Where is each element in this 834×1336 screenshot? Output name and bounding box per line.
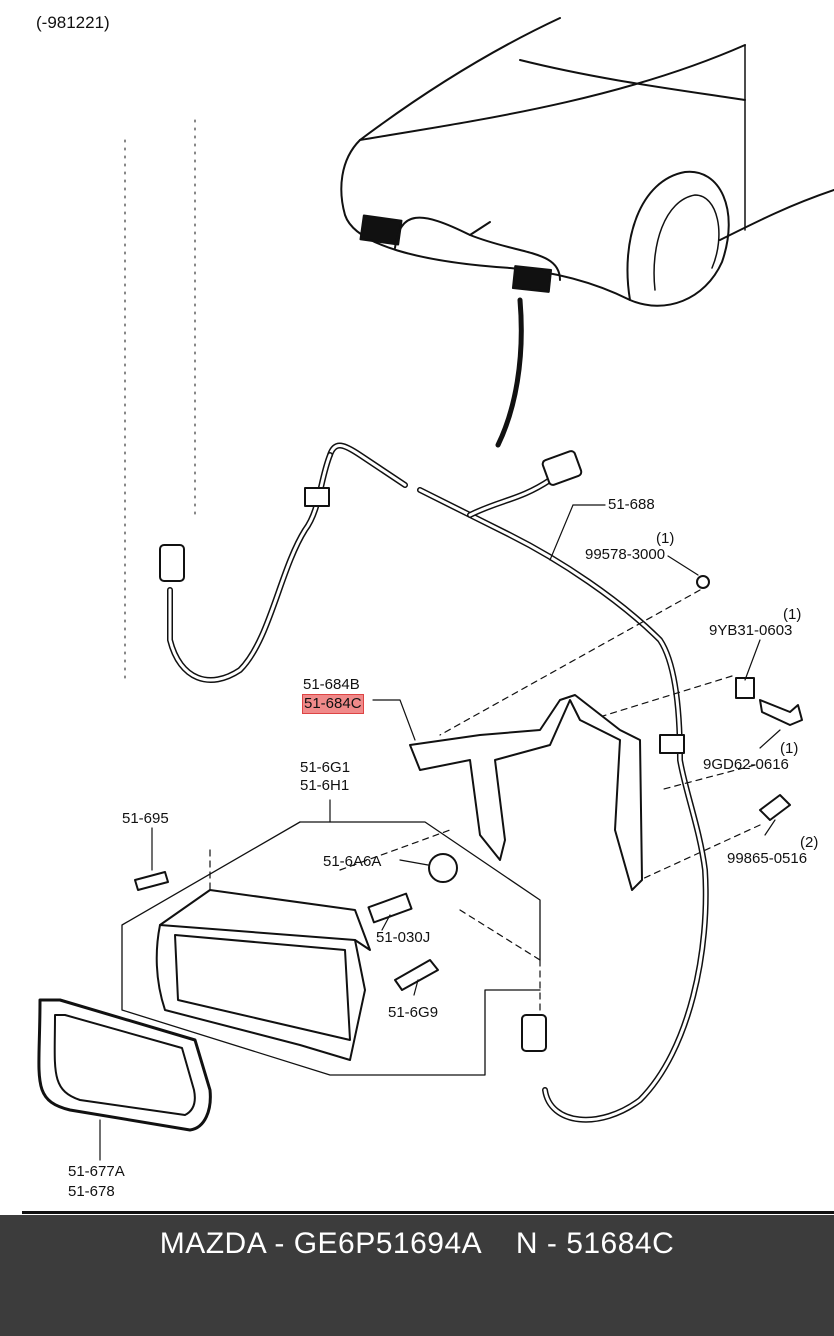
bulb-part (367, 892, 413, 924)
harness-connector-right (521, 1014, 547, 1052)
screw-part (134, 871, 169, 891)
callout-lamp-g1[interactable]: 51-6G1 (300, 759, 351, 776)
callout-bolt[interactable]: 9GD62-0616 (703, 756, 789, 773)
footer-part-label: MAZDA - GE6P51694A N - 51684C (159, 1227, 675, 1260)
socket-part (428, 853, 458, 883)
harness-clip-right (659, 734, 685, 754)
car-fog-opening-left (359, 214, 403, 246)
callout-harness[interactable]: 51-688 (608, 496, 655, 513)
car-roof-line (519, 59, 746, 101)
clip-part (735, 677, 755, 699)
fog-lamp-housing (155, 924, 366, 1061)
callout-socket[interactable]: 51-6A6A (323, 853, 382, 870)
callout-nut-qty: (1) (656, 530, 675, 547)
callout-lamp-h1[interactable]: 51-6H1 (300, 777, 350, 794)
callout-clip[interactable]: 9YB31-0603 (709, 622, 793, 639)
car-side-line (719, 189, 834, 241)
variant-code-label: (-981221) (36, 13, 110, 32)
callout-clip-qty: (1) (783, 606, 802, 623)
fog-lamp-bezel (37, 998, 212, 1132)
wheel-inner (653, 194, 720, 291)
bottom-border (22, 1211, 834, 1214)
callout-screw2-qty: (2) (800, 834, 819, 851)
callout-bulb[interactable]: 51-030J (376, 929, 431, 946)
callout-adjuster[interactable]: 51-6G9 (388, 1004, 439, 1021)
callout-bracket-b[interactable]: 51-684B (303, 676, 360, 693)
callout-bolt-qty: (1) (780, 740, 799, 757)
adjuster-part (394, 959, 439, 991)
mounting-bracket (409, 694, 643, 891)
harness-clip-left (304, 487, 330, 507)
harness-connector-main (541, 450, 583, 486)
callout-bezel-a[interactable]: 51-677A (68, 1163, 125, 1180)
fog-lamp-parts-diagram (37, 17, 834, 1161)
front-wheel-arch (626, 170, 730, 307)
footer-bar (0, 1215, 834, 1336)
car-fog-opening-right (511, 265, 553, 293)
nut-part (696, 575, 710, 589)
bolt-part (759, 699, 803, 726)
car-body-outline (340, 17, 631, 301)
callout-nut[interactable]: 99578-3000 (585, 546, 666, 563)
callout-bezel[interactable]: 51-678 (68, 1183, 115, 1200)
callout-bracket-c-highlighted[interactable]: 51-684C (302, 694, 364, 714)
car-hood-line (359, 44, 746, 141)
screw2-part (759, 794, 791, 821)
callout-screw[interactable]: 51-695 (122, 810, 169, 827)
harness-connector-left (159, 544, 185, 582)
callout-screw2[interactable]: 99865-0516 (727, 850, 808, 867)
